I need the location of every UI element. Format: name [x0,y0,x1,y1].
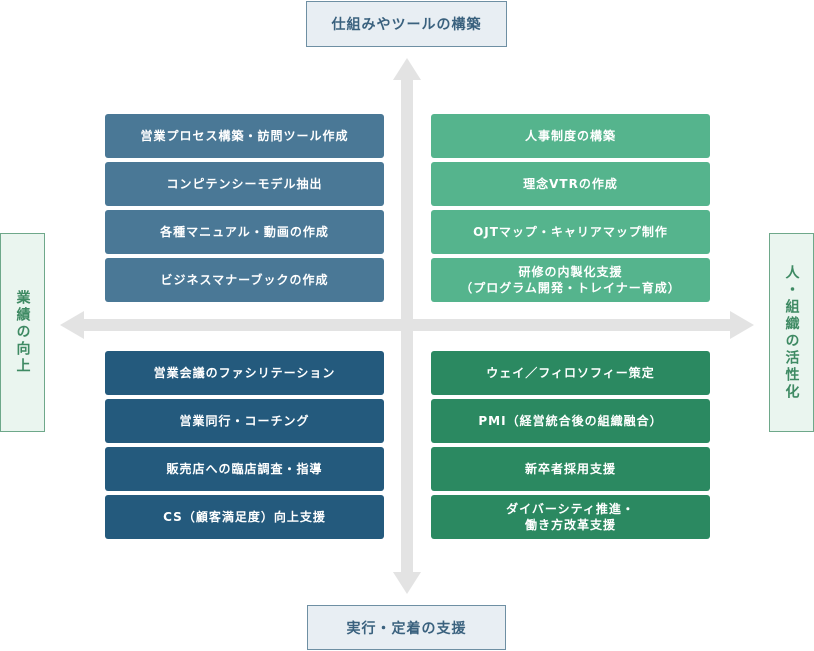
horizontal-axis-shaft [82,319,732,331]
list-item: 販売店への臨店調査・指導 [105,447,384,491]
quadrant-top-right: 人事制度の構築 理念VTRの作成 OJTマップ・キャリアマップ制作 研修の内製化… [431,114,710,306]
list-item: 人事制度の構築 [431,114,710,158]
list-item: 営業プロセス構築・訪問ツール作成 [105,114,384,158]
list-item: 営業同行・コーチング [105,399,384,443]
list-item: CS（顧客満足度）向上支援 [105,495,384,539]
axis-label-right: 人・組織の活性化 [769,233,814,432]
list-item: PMI（経営統合後の組織融合） [431,399,710,443]
list-item: 理念VTRの作成 [431,162,710,206]
arrow-down-icon [393,572,421,594]
arrow-right-icon [730,311,754,339]
list-item: コンピテンシーモデル抽出 [105,162,384,206]
axis-label-bottom: 実行・定着の支援 [307,605,506,650]
list-item: ビジネスマナーブックの作成 [105,258,384,302]
list-item: OJTマップ・キャリアマップ制作 [431,210,710,254]
quadrant-top-left: 営業プロセス構築・訪問ツール作成 コンピテンシーモデル抽出 各種マニュアル・動画… [105,114,384,306]
list-item: 研修の内製化支援 （プログラム開発・トレイナー育成） [431,258,710,302]
axis-label-left: 業績の向上 [0,233,45,432]
axis-label-top: 仕組みやツールの構築 [306,1,507,47]
arrow-left-icon [60,311,84,339]
arrow-up-icon [393,58,421,80]
list-item: 営業会議のファシリテーション [105,351,384,395]
list-item: ダイバーシティ推進・ 働き方改革支援 [431,495,710,539]
quadrant-bottom-right: ウェイ／フィロソフィー策定 PMI（経営統合後の組織融合） 新卒者採用支援 ダイ… [431,351,710,543]
list-item: 各種マニュアル・動画の作成 [105,210,384,254]
list-item: 新卒者採用支援 [431,447,710,491]
list-item: ウェイ／フィロソフィー策定 [431,351,710,395]
quadrant-bottom-left: 営業会議のファシリテーション 営業同行・コーチング 販売店への臨店調査・指導 C… [105,351,384,543]
